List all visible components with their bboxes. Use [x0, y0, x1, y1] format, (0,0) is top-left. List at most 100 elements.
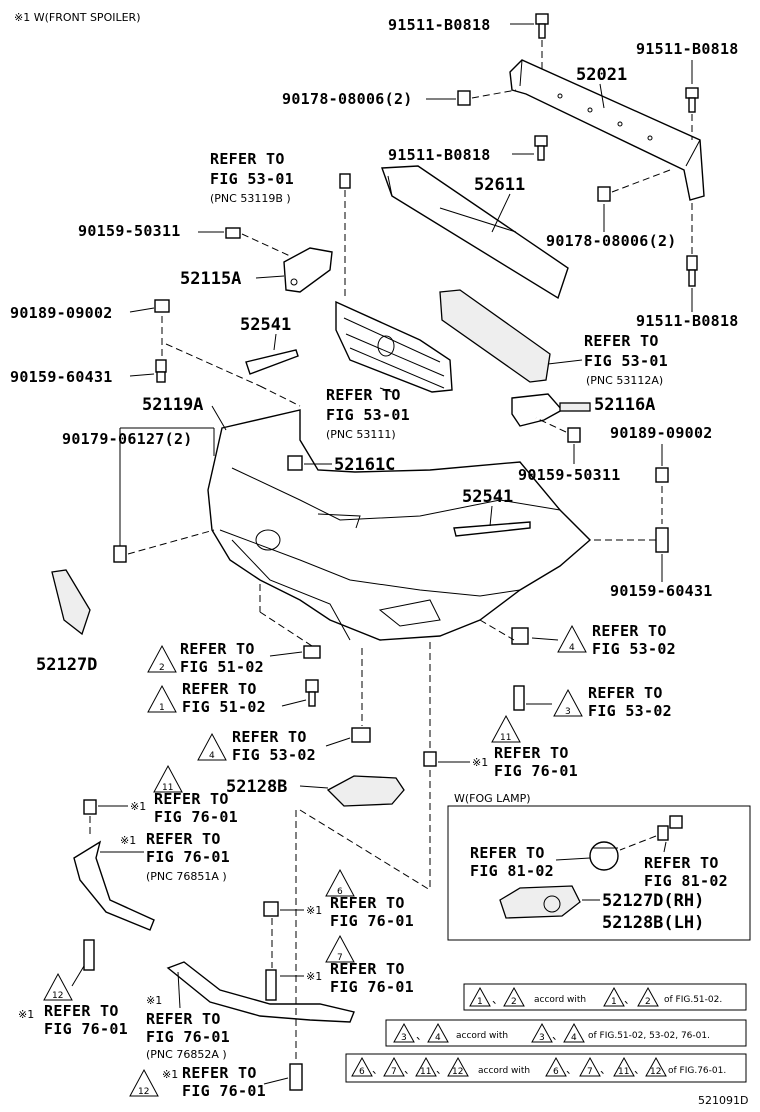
svg-text:FIG 53-01: FIG 53-01: [210, 170, 294, 188]
svg-text:6: 6: [337, 887, 343, 897]
svg-text:52128B(LH): 52128B(LH): [602, 913, 704, 933]
svg-text:12: 12: [650, 1067, 661, 1077]
bolt-icon: [686, 255, 698, 287]
svg-text:、: 、: [436, 1063, 447, 1076]
callout-refer-53112a: REFER TO FIG 53-01 (PNC 53112A): [547, 332, 668, 387]
fog-cover-52128b: [326, 775, 405, 807]
triangle-marker-4-icon: 4: [197, 732, 227, 761]
svg-text:3: 3: [401, 1033, 407, 1043]
callout-90189-09002-left: 90189-09002: [10, 304, 155, 322]
svg-text:90159-50311: 90159-50311: [518, 466, 621, 484]
bumper-cover: [207, 409, 592, 641]
callout-52127d: 52127D: [36, 655, 97, 675]
svg-text:52541: 52541: [462, 487, 513, 507]
svg-text:91511-B0818: 91511-B0818: [636, 312, 739, 330]
bolt-icon: [534, 135, 548, 161]
svg-text:REFER TO: REFER TO: [494, 744, 569, 762]
svg-text:REFER TO: REFER TO: [584, 332, 659, 350]
fog-lamp-title: W(FOG LAMP): [454, 792, 531, 805]
fog-lamp-panel: [447, 805, 751, 941]
callout-refer-2-5102: REFER TO FIG 51-02: [180, 640, 303, 676]
fog-cover-icon: [499, 885, 581, 919]
svg-text:52115A: 52115A: [180, 269, 241, 289]
svg-text:※1: ※1: [120, 834, 136, 847]
bolt-icon: [567, 427, 581, 443]
bolt-icon: [655, 527, 669, 553]
svg-text:REFER TO: REFER TO: [588, 684, 663, 702]
svg-text:REFER TO: REFER TO: [146, 1010, 221, 1028]
figure-id: 521091D: [698, 1094, 748, 1107]
triangle-marker-11-icon: 11: [153, 764, 183, 793]
svg-text:REFER TO: REFER TO: [154, 790, 229, 808]
svg-text:FIG 53-01: FIG 53-01: [326, 406, 410, 424]
triangle-marker-11-icon: 11: [491, 714, 521, 743]
fog-lamp-icon: [589, 841, 619, 871]
bolt-icon: [513, 685, 525, 711]
svg-text:90178-08006(2): 90178-08006(2): [282, 90, 413, 108]
svg-text:3: 3: [539, 1033, 545, 1043]
callout-90159-50311-left: 90159-50311: [78, 222, 224, 240]
clip-icon: [655, 467, 669, 483]
svg-text:91511-B0818: 91511-B0818: [388, 16, 491, 34]
svg-text:90189-09002: 90189-09002: [610, 424, 713, 442]
triangle-marker-7-icon: 7: [325, 934, 355, 963]
svg-text:4: 4: [569, 643, 575, 653]
svg-text:、: 、: [600, 1063, 611, 1076]
callout-90178-08006-left: 90178-08006(2): [282, 90, 456, 108]
callout-52021: 52021: [576, 65, 627, 109]
svg-text:FIG 53-02: FIG 53-02: [232, 746, 316, 764]
bolt-icon: [657, 815, 683, 841]
legend-row-1: 1 、 2 accord with 1 、 2 of FIG.51-02.: [463, 983, 747, 1011]
svg-text:FIG 51-02: FIG 51-02: [182, 698, 266, 716]
bolt-icon: [535, 13, 549, 39]
svg-text:FIG 53-02: FIG 53-02: [588, 702, 672, 720]
triangle-marker-6-icon: 6: [325, 868, 355, 897]
callout-refer-4-5302-left: REFER TO FIG 53-02: [232, 728, 351, 764]
svg-text:52611: 52611: [474, 175, 525, 195]
svg-text:4: 4: [209, 751, 215, 761]
svg-text:REFER TO: REFER TO: [330, 894, 405, 912]
svg-text:of FIG.51-02.: of FIG.51-02.: [664, 995, 722, 1005]
svg-text:FIG 53-01: FIG 53-01: [584, 352, 668, 370]
svg-text:※1: ※1: [18, 1008, 34, 1021]
svg-text:2: 2: [159, 663, 165, 673]
svg-text:11: 11: [420, 1067, 431, 1077]
svg-text:FIG 81-02: FIG 81-02: [470, 862, 554, 880]
svg-text:FIG 76-01: FIG 76-01: [44, 1020, 128, 1038]
front-spoiler-center: [166, 961, 355, 1023]
svg-text:90179-06127(2): 90179-06127(2): [62, 430, 193, 448]
bolt-icon: [685, 87, 699, 113]
callout-fog-refer-left: REFER TO FIG 81-02: [470, 844, 591, 880]
svg-text:6: 6: [359, 1067, 365, 1077]
callout-91511-b0818-right-top: 91511-B0818: [636, 40, 738, 84]
svg-text:of FIG.51-02, 53-02, 76-01.: of FIG.51-02, 53-02, 76-01.: [588, 1031, 710, 1041]
svg-text:11: 11: [618, 1067, 629, 1077]
svg-text:12: 12: [138, 1087, 149, 1097]
nut-icon: [597, 186, 611, 202]
svg-text:FIG 76-01: FIG 76-01: [146, 848, 230, 866]
svg-text:7: 7: [337, 953, 343, 963]
svg-text:REFER TO: REFER TO: [146, 830, 221, 848]
callout-90159-50311-right: 90159-50311: [518, 444, 621, 484]
svg-text:、: 、: [634, 1063, 645, 1076]
svg-text:12: 12: [452, 1067, 463, 1077]
svg-text:REFER TO: REFER TO: [470, 844, 545, 862]
svg-text:52021: 52021: [576, 65, 627, 85]
callout-91511-b0818-mid: 91511-B0818: [388, 146, 534, 164]
svg-text:FIG 76-01: FIG 76-01: [182, 1082, 266, 1100]
svg-text:REFER TO: REFER TO: [232, 728, 307, 746]
clip-icon: [423, 751, 437, 767]
callout-90159-60431-left: 90159-60431: [10, 368, 155, 386]
callout-91511-b0818-right-bottom: 91511-B0818: [636, 288, 739, 330]
svg-text:、: 、: [624, 993, 635, 1006]
svg-text:※1: ※1: [306, 970, 322, 983]
svg-text:FIG 76-01: FIG 76-01: [494, 762, 578, 780]
triangle-marker-4-icon: 4: [557, 624, 587, 653]
svg-text:(PNC 76852A ): (PNC 76852A ): [146, 1048, 227, 1061]
svg-text:※1: ※1: [130, 800, 146, 813]
svg-text:6: 6: [553, 1067, 559, 1077]
callout-refer-12-7601-left: ※1 REFER TO FIG 76-01: [18, 965, 128, 1038]
callout-refer-76851a: ※1 REFER TO FIG 76-01 (PNC 76851A ): [100, 830, 230, 883]
callout-52128b: 52128B: [226, 777, 329, 797]
svg-text:REFER TO: REFER TO: [182, 1064, 257, 1082]
